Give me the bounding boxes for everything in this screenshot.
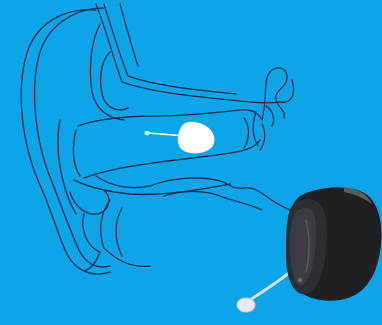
ear-canal-outline	[73, 110, 262, 195]
middle-ear-ossicles	[244, 68, 287, 150]
lower-structures-outline	[101, 178, 312, 266]
hearing-aid-device	[237, 187, 381, 312]
skull-outline	[96, 4, 294, 103]
canal-device-marker	[145, 122, 215, 153]
outer-ear-outline	[21, 8, 128, 274]
